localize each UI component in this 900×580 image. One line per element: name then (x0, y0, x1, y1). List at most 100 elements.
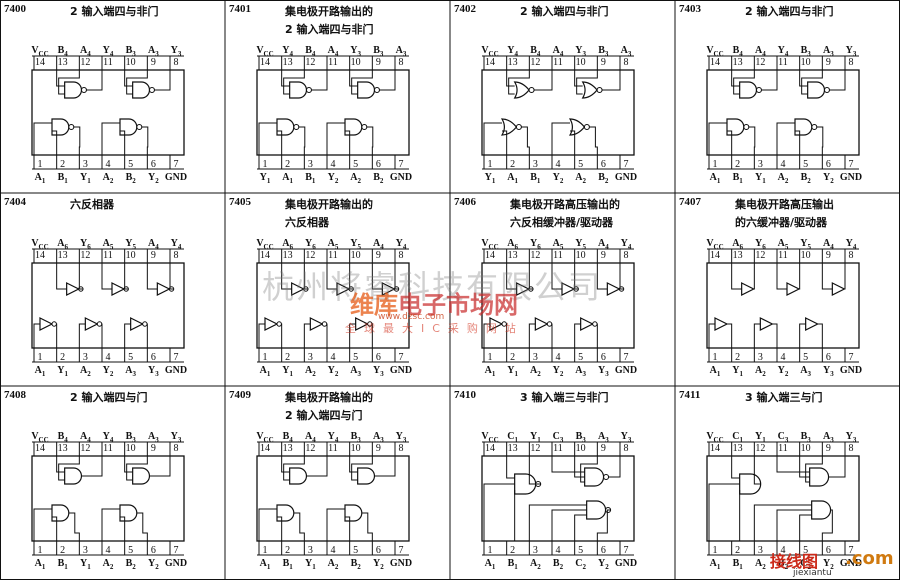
pin-number: 4 (781, 159, 786, 170)
pin-label: A6 (507, 238, 518, 251)
pin-label: A3 (800, 365, 811, 378)
nand-gate-symbol (739, 81, 763, 99)
pin-number: 12 (755, 443, 765, 454)
pin-label: Y1 (80, 558, 91, 571)
nor-gate-symbol (581, 81, 603, 99)
pin-label: B4 (733, 45, 744, 58)
ic-description-line: 集电极开路高压输出 (735, 198, 834, 211)
pin-number: 1 (488, 352, 493, 363)
pin-label: Y1 (305, 558, 316, 571)
pin-label: A2 (755, 365, 766, 378)
ic-description-line: 2 输入端四与门 (70, 391, 148, 404)
pinout-diagram: VCC14Y413B412A411Y310B39A381Y12A13B14Y25… (256, 45, 412, 185)
pin-label: Y4 (621, 238, 632, 251)
pin-number: 11 (328, 250, 338, 261)
pinout-diagram: VCC14B413A412Y411B310A39Y381A12B13Y14A25… (31, 45, 187, 185)
pin-number: 4 (331, 352, 336, 363)
pin-label: Y3 (148, 365, 159, 378)
pin-label: A1 (282, 172, 293, 185)
pin-label: C2 (575, 558, 586, 571)
pin-number: 9 (601, 443, 606, 454)
pin-label: A2 (328, 558, 339, 571)
nand-gate-symbol (584, 467, 610, 487)
pin-number: 10 (801, 57, 811, 68)
pinout-diagram: VCC14A613Y612A511Y510A49Y481A12Y13A24Y25… (706, 238, 862, 378)
chip-package (31, 262, 185, 349)
pin-label: GND (615, 172, 637, 183)
pin-label: Y1 (755, 172, 766, 185)
pin-label: A2 (755, 558, 766, 571)
pin-label: B1 (733, 558, 744, 571)
pin-number: 5 (353, 352, 358, 363)
pin-label: B4 (58, 45, 69, 58)
pin-number: 13 (58, 250, 68, 261)
pin-number: 3 (758, 545, 763, 556)
pin-number: 12 (305, 443, 315, 454)
pin-number: 6 (601, 545, 606, 556)
and-gate-symbol (811, 500, 832, 520)
pin-number: 4 (331, 545, 336, 556)
nand-gate-symbol (514, 473, 542, 495)
pin-label: A3 (350, 365, 361, 378)
pin-number: 1 (38, 352, 43, 363)
pin-label: B1 (283, 558, 294, 571)
pin-label: B2 (598, 172, 609, 185)
jiexiantu-logo-text: 接线图 (770, 552, 819, 571)
pin-label: A1 (710, 172, 721, 185)
pin-number: 4 (106, 545, 111, 556)
pin-label: A5 (103, 238, 114, 251)
and-gate-symbol (739, 473, 762, 495)
pin-number: 14 (710, 250, 720, 261)
pin-label: B1 (305, 172, 316, 185)
pin-number: 13 (283, 443, 293, 454)
pin-number: 6 (151, 159, 156, 170)
inverter-symbol (130, 317, 148, 331)
pin-label: Y2 (373, 558, 384, 571)
pin-number: 8 (849, 443, 854, 454)
pin-label: B3 (801, 45, 812, 58)
pin-label: B3 (351, 431, 362, 444)
pin-number: 3 (83, 159, 88, 170)
pin-label: Y2 (148, 172, 159, 185)
pin-number: 11 (328, 443, 338, 454)
pin-label: Y6 (755, 238, 766, 251)
pin-label: Y3 (846, 431, 857, 444)
pin-number: 6 (151, 352, 156, 363)
pin-label: Y4 (328, 431, 339, 444)
pin-label: VCC (256, 431, 273, 444)
pin-number: 6 (376, 545, 381, 556)
pin-number: 6 (826, 352, 831, 363)
pin-number: 9 (826, 250, 831, 261)
pin-label: B3 (576, 431, 587, 444)
pin-label: VCC (31, 238, 48, 251)
pin-number: 14 (710, 443, 720, 454)
pin-number: 6 (151, 545, 156, 556)
ic-part-number: 7409 (229, 389, 251, 401)
chip-package (481, 69, 635, 156)
pin-number: 8 (399, 443, 404, 454)
ic-description-line: 2 输入端四与非门 (745, 5, 834, 18)
pin-label: B4 (58, 431, 69, 444)
pin-number: 9 (151, 443, 156, 454)
pin-label: A2 (305, 365, 316, 378)
ic-part-number: 7402 (454, 3, 476, 15)
pin-label: A3 (373, 431, 384, 444)
pin-number: 1 (713, 159, 718, 170)
pin-number: 4 (331, 159, 336, 170)
pin-label: A4 (80, 45, 91, 58)
pin-label: B2 (801, 172, 812, 185)
ic-description-line: 2 输入端四与非门 (285, 23, 374, 36)
pin-number: 13 (58, 57, 68, 68)
pin-label: B1 (58, 172, 69, 185)
ic-part-number: 7407 (679, 196, 701, 208)
pin-label: VCC (706, 238, 723, 251)
pin-label: Y4 (846, 238, 857, 251)
pin-label: Y6 (305, 238, 316, 251)
pin-number: 4 (556, 352, 561, 363)
pin-number: 8 (624, 443, 629, 454)
pin-number: 10 (801, 250, 811, 261)
pinout-diagram: VCC14A613Y612A511Y510A49Y481A12Y13A24Y25… (481, 238, 637, 378)
chip-package (256, 69, 410, 156)
ic-description-line: 集电极开路输出的 (285, 5, 373, 18)
pin-number: 9 (601, 57, 606, 68)
